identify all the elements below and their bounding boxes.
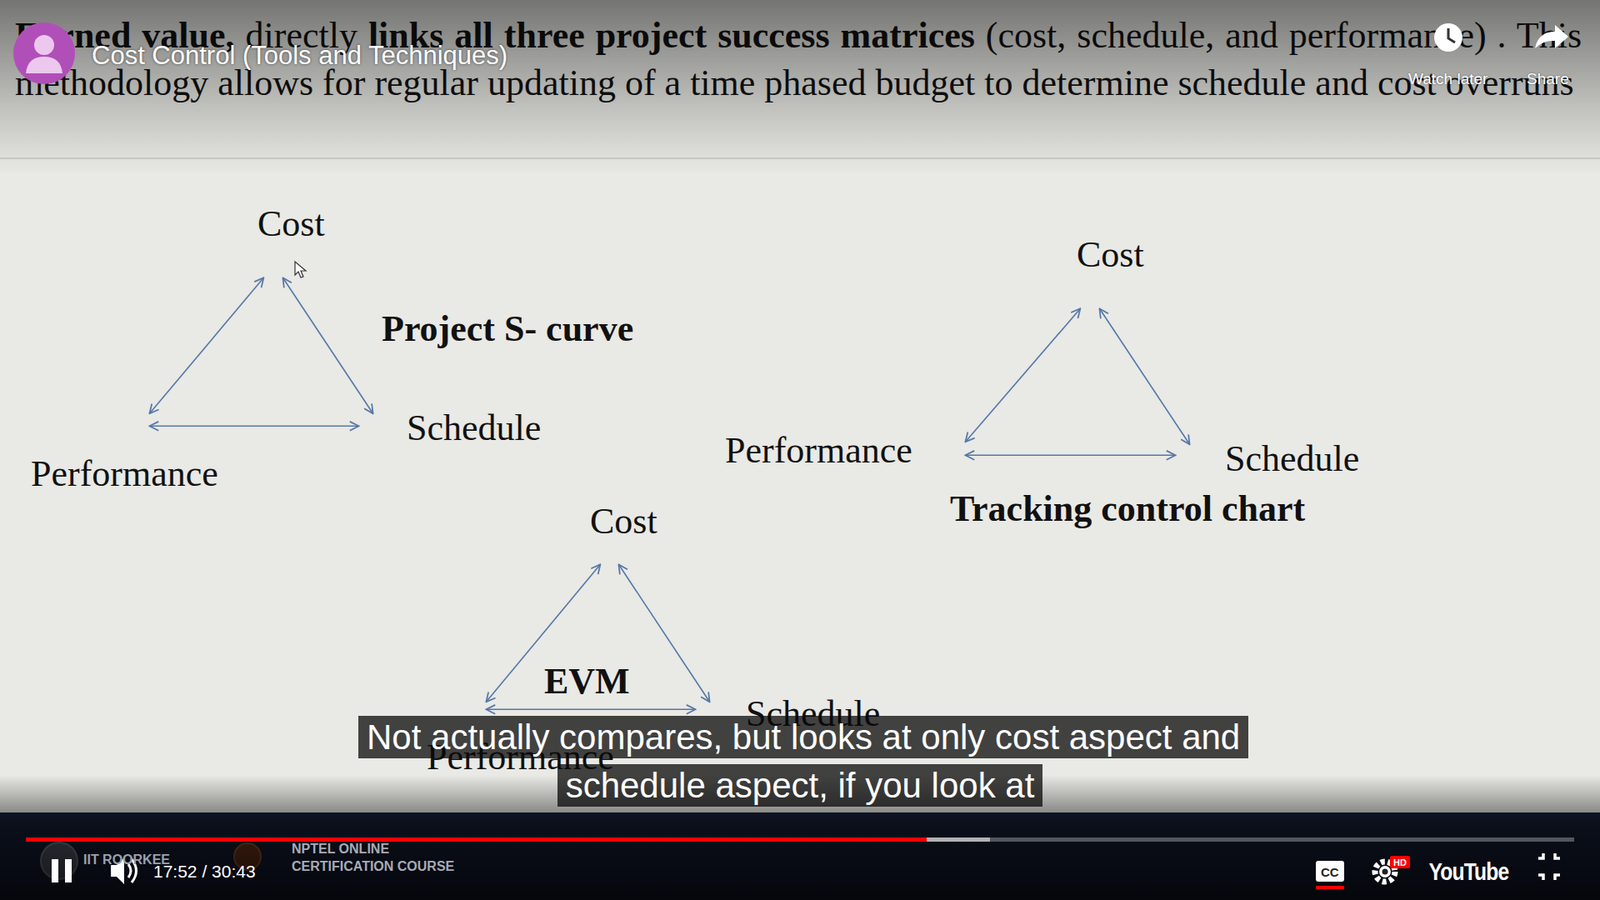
cc-icon: [1315, 860, 1345, 890]
triangle-vertex-label: Schedule: [1221, 438, 1363, 481]
share-label: Share: [1526, 70, 1570, 89]
double-arrow: [149, 277, 264, 414]
footer-course-text: NPTEL ONLINE CERTIFICATION COURSE: [291, 840, 459, 875]
double-arrow: [149, 425, 359, 427]
mouse-cursor: [293, 260, 310, 280]
triangle-vertex-label: Schedule: [403, 407, 545, 450]
double-arrow: [282, 277, 373, 414]
exit-fullscreen-icon: [1538, 853, 1560, 880]
vertex-text: Performance: [30, 453, 219, 495]
top-gradient: [0, 0, 1600, 175]
double-arrow: [618, 564, 710, 702]
hd-badge: HD: [1393, 857, 1407, 868]
double-arrow: [965, 454, 1175, 456]
triangle-vertex-label: Cost: [1073, 234, 1148, 277]
share-icon: [1535, 25, 1569, 49]
video-title: Cost Control (Tools and Techniques): [91, 40, 508, 71]
double-arrow: [1099, 308, 1190, 445]
vertex-text: Schedule: [406, 407, 541, 449]
triangle-vertex-label: Performance: [27, 453, 222, 496]
triangle-vertex-label: Performance: [721, 430, 916, 473]
progress-bar: [25, 837, 1575, 842]
youtube-logo: YouTube: [1429, 857, 1510, 886]
watch-later-label: Watch later: [1408, 70, 1488, 89]
triangle-vertex-label: Cost: [254, 203, 329, 246]
time-display: 17:52 / 30:43: [153, 861, 256, 882]
vertex-text: Cost: [590, 500, 658, 542]
channel-avatar: [13, 22, 75, 85]
settings-gear-icon: [1375, 855, 1410, 882]
cc-text: CC: [1320, 865, 1340, 880]
double-arrow: [485, 708, 695, 710]
chart-type-label: Tracking control chart: [950, 487, 1305, 530]
pause-icon: [51, 859, 72, 883]
triangle-vertex-label: Cost: [586, 500, 661, 544]
vertex-text: Performance: [725, 430, 913, 471]
chart-type-label: Project S- curve: [381, 307, 634, 350]
subtitle: Not actually compares, but looks at only…: [358, 715, 1249, 807]
vertex-text: Schedule: [1225, 438, 1360, 480]
vertex-text: Cost: [257, 203, 325, 245]
subtitle-box: Not actually compares, but looks at only…: [358, 713, 1242, 810]
watch-later-icon: [1434, 23, 1463, 52]
double-arrow: [965, 308, 1080, 442]
vertex-text: Cost: [1076, 234, 1145, 275]
chart-type-label: EVM: [544, 660, 630, 703]
